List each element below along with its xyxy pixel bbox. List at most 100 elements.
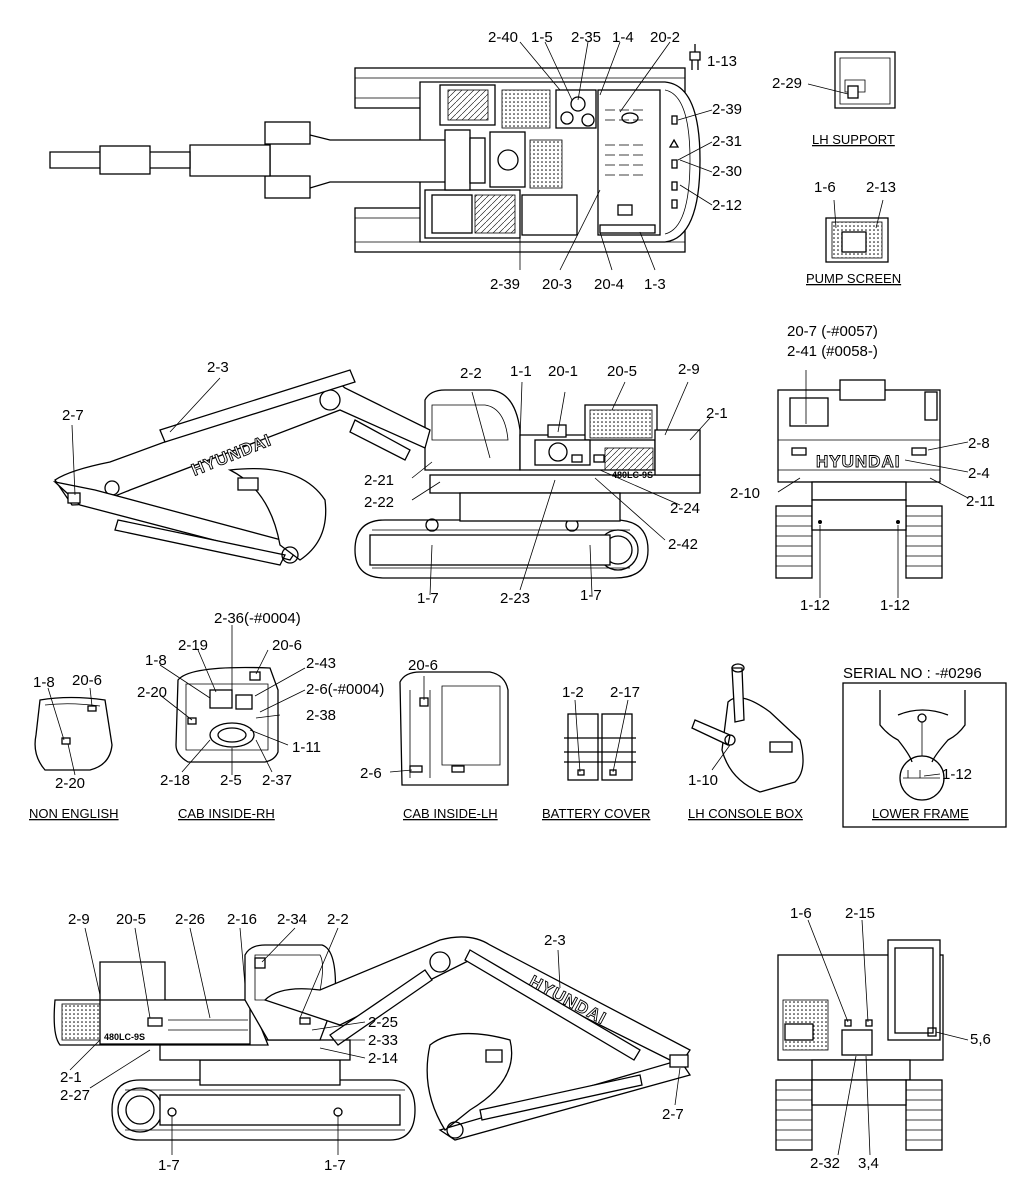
callout-label: 2-34: [277, 911, 307, 928]
callout-label: 2-6: [360, 765, 382, 782]
callout-label: 2-3: [207, 359, 229, 376]
lh-console-drawing: [691, 663, 804, 793]
callout-label: 2-1: [706, 405, 728, 422]
callout-label: 2-9: [678, 361, 700, 378]
callout-label: 1-7: [158, 1157, 180, 1174]
callout-label: 2-22: [364, 494, 394, 511]
callout-label: 20-2: [650, 29, 680, 46]
callout-label: 1-8: [145, 652, 167, 669]
callout-label: 20-6: [408, 657, 438, 674]
callout-label: 20-7 (-#0057): [787, 323, 878, 340]
lower-frame-drawing: [842, 682, 1007, 828]
callout-label: 2-36(-#0004): [214, 610, 301, 627]
callout-label: 2-3: [544, 932, 566, 949]
callout-label: 20-1: [548, 363, 578, 380]
caption-lower-frame: LOWER FRAME: [872, 806, 969, 821]
rear-view-drawing: HYUNDAI: [775, 379, 943, 579]
callout-label: 2-27: [60, 1087, 90, 1104]
right-side-leaders: [69, 927, 681, 1155]
caption-cab-inside-rh: CAB INSIDE-RH: [178, 806, 275, 821]
callout-label: 1-11: [292, 739, 321, 756]
callout-label: 2-30: [712, 163, 742, 180]
rear-brand-decal: HYUNDAI: [816, 452, 900, 471]
callout-label: 2-41 (#0058-): [787, 343, 878, 360]
caption-pump-screen: PUMP SCREEN: [806, 271, 901, 286]
callout-label: 5,6: [970, 1031, 991, 1048]
callout-label: 2-29: [772, 75, 802, 92]
callout-label: 2-37: [262, 772, 292, 789]
callout-label: 20-4: [594, 276, 624, 293]
callout-label: 2-42: [668, 536, 698, 553]
callout-label: 2-31: [712, 133, 742, 150]
callout-label: 1-6: [790, 905, 812, 922]
callout-label: 2-6(-#0004): [306, 681, 384, 698]
caption-non-english: NON ENGLISH: [29, 806, 119, 821]
callout-label: 2-1: [60, 1069, 82, 1086]
rear-view-leaders: [777, 370, 969, 598]
callout-label: 2-25: [368, 1014, 398, 1031]
callout-label: 2-4: [968, 465, 990, 482]
callout-label: 20-3: [542, 276, 572, 293]
cab-inside-lh-drawing: [389, 671, 509, 786]
non-english-drawing: [34, 687, 113, 776]
pump-screen-drawing: [825, 199, 889, 263]
callout-label: 1-10: [688, 772, 718, 789]
callout-label: 1-8: [33, 674, 55, 691]
callout-label: 2-7: [62, 407, 84, 424]
callout-label: 2-20: [137, 684, 167, 701]
callout-label: 20-5: [116, 911, 146, 928]
callout-label: 2-20: [55, 775, 85, 792]
callout-label: 2-39: [490, 276, 520, 293]
serial-number-note: SERIAL NO : -#0296: [843, 665, 982, 682]
caption-lh-support: LH SUPPORT: [812, 132, 895, 147]
callout-label: 1-5: [531, 29, 553, 46]
front-view-leaders: [807, 919, 969, 1156]
callout-label: 2-2: [327, 911, 349, 928]
callout-label: 1-12: [880, 597, 910, 614]
callout-label: 20-6: [272, 637, 302, 654]
model-decal: 480LC-9S: [612, 470, 653, 480]
caption-battery-cover: BATTERY COVER: [542, 806, 650, 821]
callout-label: 1-3: [644, 276, 666, 293]
callout-label: 2-17: [610, 684, 640, 701]
caption-lh-console-box: LH CONSOLE BOX: [688, 806, 803, 821]
callout-label: 2-10: [730, 485, 760, 502]
callout-label: 2-26: [175, 911, 205, 928]
callout-label: 2-19: [178, 637, 208, 654]
callout-label: 2-18: [160, 772, 190, 789]
callout-label: 2-21: [364, 472, 394, 489]
callout-label: 2-38: [306, 707, 336, 724]
callout-label: 1-4: [612, 29, 634, 46]
callout-label: 2-40: [488, 29, 518, 46]
callout-label: 2-32: [810, 1155, 840, 1172]
side-view-drawing: 480LC-9S HYUNDAI: [52, 369, 701, 579]
callout-label: 2-39: [712, 101, 742, 118]
callout-label: 2-5: [220, 772, 242, 789]
callout-label: 3,4: [858, 1155, 879, 1172]
battery-cover-drawing: [564, 699, 636, 781]
callout-label: 1-12: [800, 597, 830, 614]
top-view-leaders: [519, 41, 713, 271]
callout-label: 20-5: [607, 363, 637, 380]
callout-label: 1-7: [417, 590, 439, 607]
callout-label: 1-7: [324, 1157, 346, 1174]
caption-cab-inside-lh: CAB INSIDE-LH: [403, 806, 498, 821]
callout-label: 2-14: [368, 1050, 398, 1067]
callout-label: 2-9: [68, 911, 90, 928]
callout-label: 2-35: [571, 29, 601, 46]
callout-label: 2-2: [460, 365, 482, 382]
callout-label: 20-6: [72, 672, 102, 689]
lh-support-drawing: [807, 51, 896, 109]
callout-label: 2-11: [966, 493, 995, 510]
callout-label: 2-7: [662, 1106, 684, 1123]
callout-label: 2-43: [306, 655, 336, 672]
callout-label: 2-15: [845, 905, 875, 922]
right-model-decal: 480LC-9S: [104, 1032, 145, 1042]
top-view-drawing: [49, 44, 701, 253]
callout-label: 1-6: [814, 179, 836, 196]
callout-label: 1-13: [707, 53, 737, 70]
cab-inside-rh-leaders: [159, 625, 306, 775]
callout-label: 2-12: [712, 197, 742, 214]
